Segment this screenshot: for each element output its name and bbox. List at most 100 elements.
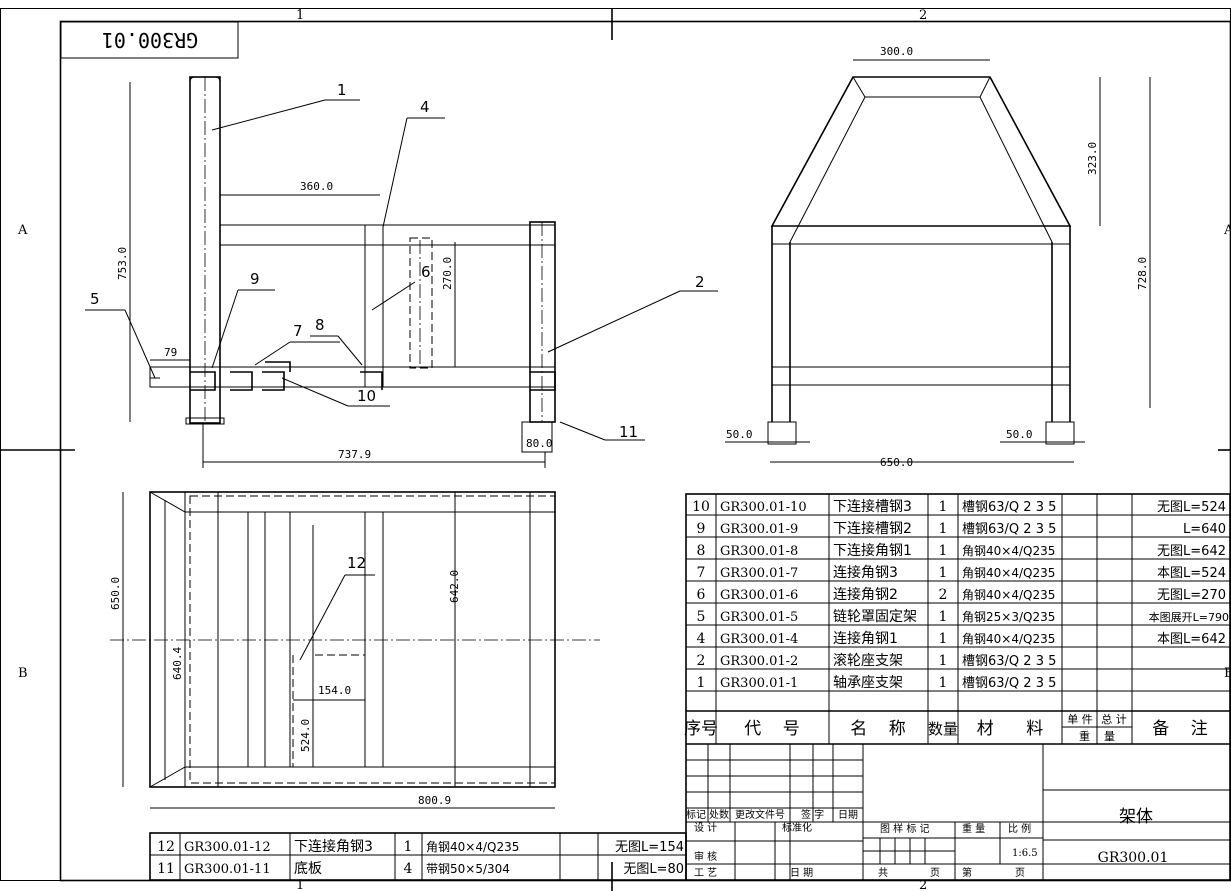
dim-50-left: 50.0 xyxy=(726,428,753,441)
zone-right-b: B xyxy=(1224,666,1231,681)
svg-text:角钢40×4/Q235: 角钢40×4/Q235 xyxy=(962,632,1055,646)
bom-table xyxy=(685,493,1231,881)
svg-text:槽钢63/Q 2 3 5: 槽钢63/Q 2 3 5 xyxy=(962,676,1056,691)
dim-154: 154.0 xyxy=(318,684,351,697)
svg-text:1: 1 xyxy=(939,653,948,669)
dim-79: 79 xyxy=(164,346,177,359)
part-label-6: 6 xyxy=(421,263,431,281)
svg-text:9: 9 xyxy=(697,521,706,537)
svg-text:8: 8 xyxy=(697,543,706,559)
svg-text:GR300.01-1: GR300.01-1 xyxy=(720,676,798,691)
tb-change-date: 日期 xyxy=(838,809,858,821)
tb-total: 共 xyxy=(878,867,888,879)
table-row: 6 GR300.01-6 连接角钢2 2 角钢40×4/Q235 无图L=270 xyxy=(697,586,1226,603)
header-name: 名 称 xyxy=(850,719,906,739)
bom-header: 序号 代 号 名 称 数量 材 料 单 件 总 计 重 量 备 注 xyxy=(684,712,1208,743)
table-row: 7 GR300.01-7 连接角钢3 1 角钢40×4/Q235 本图L=524 xyxy=(697,564,1226,581)
dim-737-9: 737.9 xyxy=(338,448,371,461)
top-view-labels: 12 650.0 642.0 640.4 154.0 524.0 800.9 xyxy=(109,554,461,807)
svg-text:6: 6 xyxy=(697,587,706,603)
svg-text:1: 1 xyxy=(939,499,948,515)
dim-300: 300.0 xyxy=(880,45,913,58)
zone-bottom-2: 2 xyxy=(919,878,927,891)
header-remark: 备 注 xyxy=(1152,719,1208,739)
svg-text:GR300.01-4: GR300.01-4 xyxy=(720,632,798,647)
svg-text:无图L=642: 无图L=642 xyxy=(1157,544,1226,559)
svg-text:GR300.01-9: GR300.01-9 xyxy=(720,522,798,537)
svg-text:4: 4 xyxy=(697,631,706,647)
header-code: 代 号 xyxy=(744,719,800,739)
svg-text:无图L=154: 无图L=154 xyxy=(615,840,684,855)
part-label-2: 2 xyxy=(695,273,705,291)
table-row: 12 GR300.01-12 下连接角钢3 1 角钢40×4/Q235 无图L=… xyxy=(157,838,684,855)
part-label-10: 10 xyxy=(357,387,376,405)
svg-text:本图L=642: 本图L=642 xyxy=(1157,632,1226,647)
svg-text:GR300.01-11: GR300.01-11 xyxy=(184,862,271,877)
bom-rows: 10 GR300.01-10 下连接槽钢3 1 槽钢63/Q 2 3 5 无图L… xyxy=(692,498,1229,691)
zone-bottom-1: 1 xyxy=(296,878,304,891)
svg-text:1: 1 xyxy=(697,675,706,691)
zone-left-a: A xyxy=(17,223,28,238)
header-weight: 重 量 xyxy=(1079,729,1115,743)
svg-text:连接角钢1: 连接角钢1 xyxy=(833,630,898,647)
header-no: 序号 xyxy=(684,719,718,739)
svg-text:角钢40×4/Q235: 角钢40×4/Q235 xyxy=(962,566,1055,580)
side-view-labels: 300.0 323.0 728.0 50.0 50.0 650.0 xyxy=(726,45,1149,469)
svg-text:1: 1 xyxy=(404,839,413,855)
part-label-1: 1 xyxy=(337,81,347,99)
svg-text:GR300.01-12: GR300.01-12 xyxy=(184,840,271,855)
zone-right-a: A xyxy=(1223,223,1231,238)
svg-text:轴承座支架: 轴承座支架 xyxy=(833,675,903,691)
svg-text:角钢40×4/Q235: 角钢40×4/Q235 xyxy=(426,840,519,854)
tb-change-mark: 标记 xyxy=(686,809,706,821)
tb-drawing-no: GR300.01 xyxy=(1098,850,1169,866)
lower-rail xyxy=(149,366,556,388)
tb-date: 日 期 xyxy=(790,867,813,879)
mirror-title-text: GR300.01 xyxy=(102,28,198,52)
part-label-8: 8 xyxy=(315,316,325,334)
table-row: 11 GR300.01-11 底板 4 带钢50×5/304 无图L=80 xyxy=(157,861,684,877)
dim-753: 753.0 xyxy=(116,247,129,280)
table-row: 9 GR300.01-9 下连接槽钢2 1 槽钢63/Q 2 3 5 L=640 xyxy=(697,520,1226,537)
tb-page-2: 页 xyxy=(1015,867,1025,879)
post-2 xyxy=(529,221,556,423)
tb-standardization: 标准化 xyxy=(782,821,812,834)
dim-80: 80.0 xyxy=(526,437,553,450)
svg-text:下连接角钢1: 下连接角钢1 xyxy=(833,542,912,559)
upper-rail xyxy=(219,224,556,246)
svg-text:2: 2 xyxy=(697,653,706,669)
svg-text:5: 5 xyxy=(697,609,706,625)
svg-text:槽钢63/Q 2 3 5: 槽钢63/Q 2 3 5 xyxy=(962,500,1056,515)
svg-text:角钢25×3/Q235: 角钢25×3/Q235 xyxy=(962,610,1055,624)
side-view xyxy=(725,59,1151,463)
post-4 xyxy=(364,224,384,388)
table-row: 4 GR300.01-4 连接角钢1 1 角钢40×4/Q235 本图L=642 xyxy=(697,630,1226,647)
svg-text:无图L=80: 无图L=80 xyxy=(623,862,684,877)
dim-360: 360.0 xyxy=(300,180,333,193)
part-label-9: 9 xyxy=(250,270,260,288)
part-label-4: 4 xyxy=(420,98,430,116)
tb-scale-value: 1:6.5 xyxy=(1012,848,1038,859)
tb-drawing-name: 架体 xyxy=(1119,807,1153,827)
tb-weight: 重 量 xyxy=(962,822,985,835)
tb-change-count: 处数 xyxy=(709,808,729,821)
svg-text:连接角钢2: 连接角钢2 xyxy=(833,586,898,603)
tb-designer: 设 计 xyxy=(694,821,717,834)
front-view-labels: 1 4 6 2 5 9 7 8 10 11 360.0 753.0 270.0 … xyxy=(90,81,705,461)
svg-text:1: 1 xyxy=(939,565,948,581)
front-view xyxy=(85,76,718,468)
svg-text:带钢50×5/304: 带钢50×5/304 xyxy=(426,862,510,876)
svg-text:无图L=270: 无图L=270 xyxy=(1157,588,1226,603)
svg-text:GR300.01-8: GR300.01-8 xyxy=(720,544,798,559)
svg-text:连接角钢3: 连接角钢3 xyxy=(833,564,898,581)
svg-text:槽钢63/Q 2 3 5: 槽钢63/Q 2 3 5 xyxy=(962,654,1056,669)
part-label-11: 11 xyxy=(619,423,638,441)
svg-text:1: 1 xyxy=(939,521,948,537)
svg-text:1: 1 xyxy=(939,675,948,691)
svg-text:1: 1 xyxy=(939,631,948,647)
svg-text:下连接槽钢2: 下连接槽钢2 xyxy=(833,520,912,537)
header-qty: 数量 xyxy=(928,720,958,738)
svg-text:槽钢63/Q 2 3 5: 槽钢63/Q 2 3 5 xyxy=(962,522,1056,537)
svg-text:GR300.01-6: GR300.01-6 xyxy=(720,588,798,603)
dim-800-9: 800.9 xyxy=(418,794,451,807)
